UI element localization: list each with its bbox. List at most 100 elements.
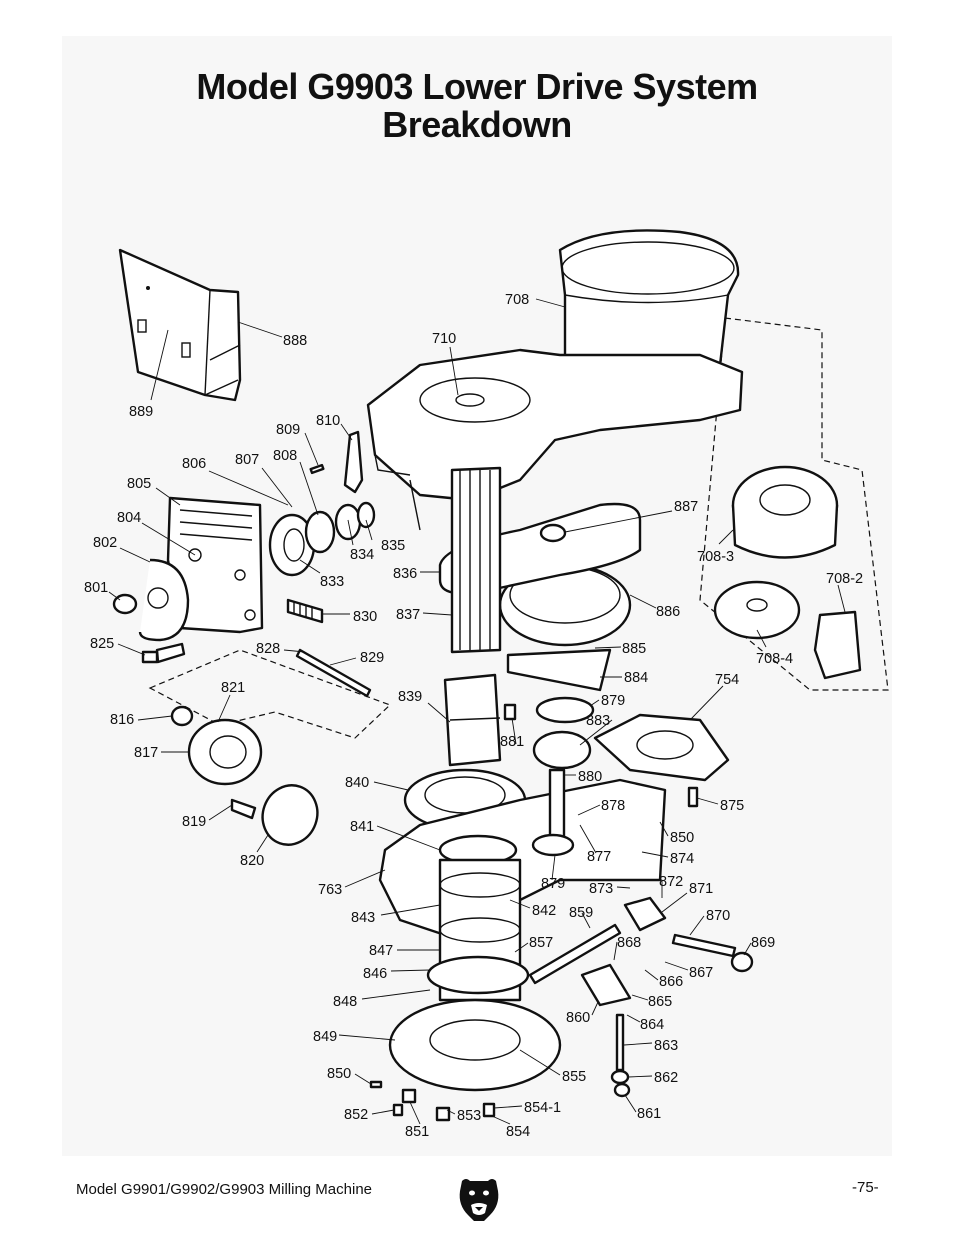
label-839: 839 — [398, 689, 422, 705]
label-865: 865 — [648, 994, 672, 1010]
label-801: 801 — [84, 580, 108, 596]
part-880-shaft — [548, 768, 566, 842]
part-708-motor — [558, 229, 740, 376]
part-860-lever — [580, 963, 632, 1007]
label-841: 841 — [350, 819, 374, 835]
part-805-housing — [166, 496, 264, 634]
part-754-cover-plate — [593, 713, 730, 782]
part-708-3-fan-cover — [731, 465, 839, 559]
part-710-belt-housing — [366, 348, 744, 531]
label-861: 861 — [637, 1106, 661, 1122]
label-763: 763 — [318, 882, 342, 898]
part-802-dial — [138, 558, 190, 642]
part-839-quill — [443, 673, 502, 767]
label-833: 833 — [320, 574, 344, 590]
label-854: 854 — [506, 1124, 530, 1140]
part-labels: 708 710 888 889 809 810 806 807 808 805 … — [84, 292, 863, 1140]
label-879-b: 879 — [541, 876, 565, 892]
part-857-shaft — [528, 923, 622, 985]
part-851-block — [401, 1088, 417, 1104]
label-846: 846 — [363, 966, 387, 982]
label-840: 840 — [345, 775, 369, 791]
part-879-bearing-upper — [535, 696, 595, 724]
title-line-2: Breakdown — [382, 104, 572, 145]
grizzly-bear-head-icon — [459, 1179, 499, 1221]
page-title: Model G9903 Lower Drive System Breakdown — [0, 68, 954, 144]
label-877: 877 — [587, 849, 611, 865]
label-834: 834 — [350, 547, 374, 563]
label-852: 852 — [344, 1107, 368, 1123]
part-837-spindle-pulley — [450, 466, 502, 654]
part-852-screw — [392, 1103, 404, 1117]
part-881-key — [503, 703, 517, 721]
label-887: 887 — [674, 499, 698, 515]
label-853: 853 — [457, 1108, 481, 1124]
label-817: 817 — [134, 745, 158, 761]
label-710: 710 — [432, 331, 456, 347]
label-805: 805 — [127, 476, 151, 492]
label-829: 829 — [360, 650, 384, 666]
part-849-base — [388, 998, 562, 1092]
label-869: 869 — [751, 935, 775, 951]
label-850-b: 850 — [327, 1066, 351, 1082]
label-863: 863 — [654, 1038, 678, 1054]
label-806: 806 — [182, 456, 206, 472]
part-862-nut — [610, 1069, 630, 1085]
label-880: 880 — [578, 769, 602, 785]
label-754: 754 — [715, 672, 739, 688]
part-875-screw — [687, 786, 699, 808]
label-847: 847 — [369, 943, 393, 959]
label-708-2: 708-2 — [826, 571, 863, 587]
label-835: 835 — [381, 538, 405, 554]
label-875: 875 — [720, 798, 744, 814]
label-807: 807 — [235, 452, 259, 468]
part-870-pin — [671, 933, 737, 958]
part-820-oring — [261, 784, 319, 846]
label-837: 837 — [396, 607, 420, 623]
part-879-bearing-lower — [531, 833, 575, 857]
label-804: 804 — [117, 510, 141, 526]
label-862: 862 — [654, 1070, 678, 1086]
label-854-1: 854-1 — [524, 1100, 561, 1116]
part-708-2-junction-box — [813, 610, 862, 680]
part-883-gear — [532, 730, 592, 770]
label-886: 886 — [656, 604, 680, 620]
label-708-3: 708-3 — [697, 549, 734, 565]
label-810: 810 — [316, 413, 340, 429]
part-819-handle — [230, 798, 257, 820]
label-825: 825 — [90, 636, 114, 652]
label-708: 708 — [505, 292, 529, 308]
label-708-4: 708-4 — [756, 651, 793, 667]
part-854-block — [482, 1102, 496, 1118]
label-885: 885 — [622, 641, 646, 657]
label-889: 889 — [129, 404, 153, 420]
part-861-nut — [613, 1082, 631, 1098]
label-849: 849 — [313, 1029, 337, 1045]
label-884: 884 — [624, 670, 648, 686]
handwheel-group-outline — [148, 649, 392, 739]
part-809-pin — [309, 463, 325, 475]
label-855: 855 — [562, 1069, 586, 1085]
label-836: 836 — [393, 566, 417, 582]
label-871: 871 — [689, 881, 713, 897]
part-829-shaft — [295, 648, 372, 698]
part-871-block — [623, 896, 667, 932]
label-864: 864 — [640, 1017, 664, 1033]
label-816: 816 — [110, 712, 134, 728]
label-851: 851 — [405, 1124, 429, 1140]
label-850-a: 850 — [670, 830, 694, 846]
part-853-block — [435, 1106, 451, 1122]
part-863-rod — [615, 1013, 625, 1072]
label-842: 842 — [532, 903, 556, 919]
label-881: 881 — [500, 734, 524, 750]
label-868: 868 — [617, 935, 641, 951]
label-859: 859 — [569, 905, 593, 921]
leader-lines — [108, 298, 846, 1125]
label-808: 808 — [273, 448, 297, 464]
footer-manual-title: Model G9901/G9902/G9903 Milling Machine — [76, 1181, 373, 1198]
label-820: 820 — [240, 853, 264, 869]
label-866: 866 — [659, 974, 683, 990]
label-830: 830 — [353, 609, 377, 625]
part-846-gear — [426, 955, 530, 995]
